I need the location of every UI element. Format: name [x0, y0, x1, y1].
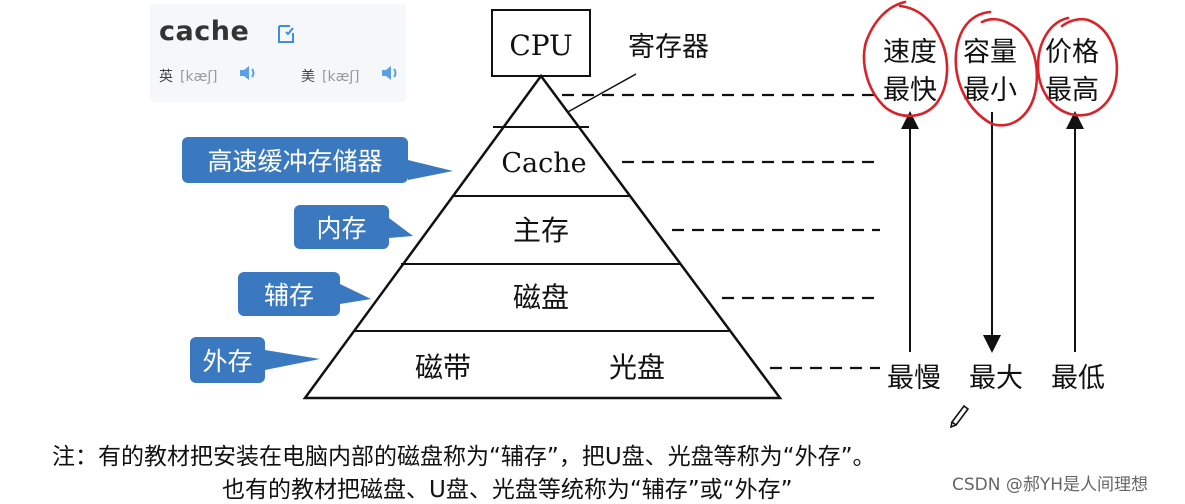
- capacity-bottom-label: 最大: [969, 363, 1023, 394]
- auxiliary-storage-callout: 辅存: [238, 272, 340, 316]
- dictionary-popup: cache 英 [kæʃ] 美 [kæʃ]: [150, 4, 406, 102]
- uk-pronunciation: 英 [kæʃ]: [159, 66, 255, 86]
- cpu-label: CPU: [509, 29, 572, 62]
- cache-callout: 高速缓冲存储器: [182, 137, 408, 183]
- note-line-2: 也有的教材把磁盘、U盘、光盘等统称为“辅存”或“外存”: [222, 477, 793, 503]
- cache-level-label: Cache: [501, 148, 586, 179]
- uk-phonetic: [kæʃ]: [180, 69, 218, 85]
- speaker-icon[interactable]: [378, 62, 400, 84]
- speed-top-label: 速度: [883, 37, 937, 68]
- pen-cursor-icon: [949, 404, 970, 429]
- cpu-box: [491, 9, 591, 77]
- red-circle-annotation: [954, 10, 1039, 127]
- add-to-wordbook-icon[interactable]: [276, 24, 296, 44]
- register-label: 寄存器: [628, 32, 709, 63]
- callout-tail: [340, 284, 371, 304]
- memory-callout: 内存: [294, 205, 389, 249]
- pyramid-outline: [302, 73, 783, 400]
- handwritten-annotations: [862, 0, 1119, 127]
- speed-top-value: 最快: [883, 75, 937, 106]
- price-top-value: 最高: [1045, 75, 1099, 106]
- callout-tail: [265, 350, 320, 370]
- optical-disc-label: 光盘: [609, 351, 665, 384]
- leader-lines: [562, 93, 880, 370]
- register-pointer: [565, 73, 637, 114]
- price-top-label: 价格: [1045, 37, 1099, 68]
- us-pronunciation: 美 [kæʃ]: [301, 66, 397, 86]
- dictionary-word: cache: [159, 16, 250, 47]
- price-bottom-label: 最低: [1051, 363, 1105, 394]
- disk-label: 磁盘: [513, 281, 569, 314]
- external-storage-callout: 外存: [190, 337, 265, 383]
- callout-tail: [389, 218, 413, 238]
- watermark: CSDN @郝YH是人间理想: [952, 475, 1149, 495]
- capacity-top-value: 最小: [963, 75, 1017, 106]
- main-memory-label: 主存: [513, 214, 569, 247]
- uk-label: 英: [159, 69, 173, 85]
- red-circle-annotation: [862, 0, 949, 118]
- callout-tail: [408, 160, 453, 180]
- capacity-top-label: 容量: [963, 37, 1017, 68]
- speaker-icon[interactable]: [236, 62, 258, 84]
- us-phonetic: [kæʃ]: [322, 69, 360, 85]
- us-label: 美: [301, 69, 315, 85]
- speed-bottom-label: 最慢: [887, 363, 941, 394]
- red-circle-annotation: [1036, 16, 1119, 117]
- note-line-1: 注：有的教材把安装在电脑内部的磁盘称为“辅存”，把U盘、光盘等称为“外存”。: [52, 444, 876, 470]
- tape-label: 磁带: [415, 351, 471, 384]
